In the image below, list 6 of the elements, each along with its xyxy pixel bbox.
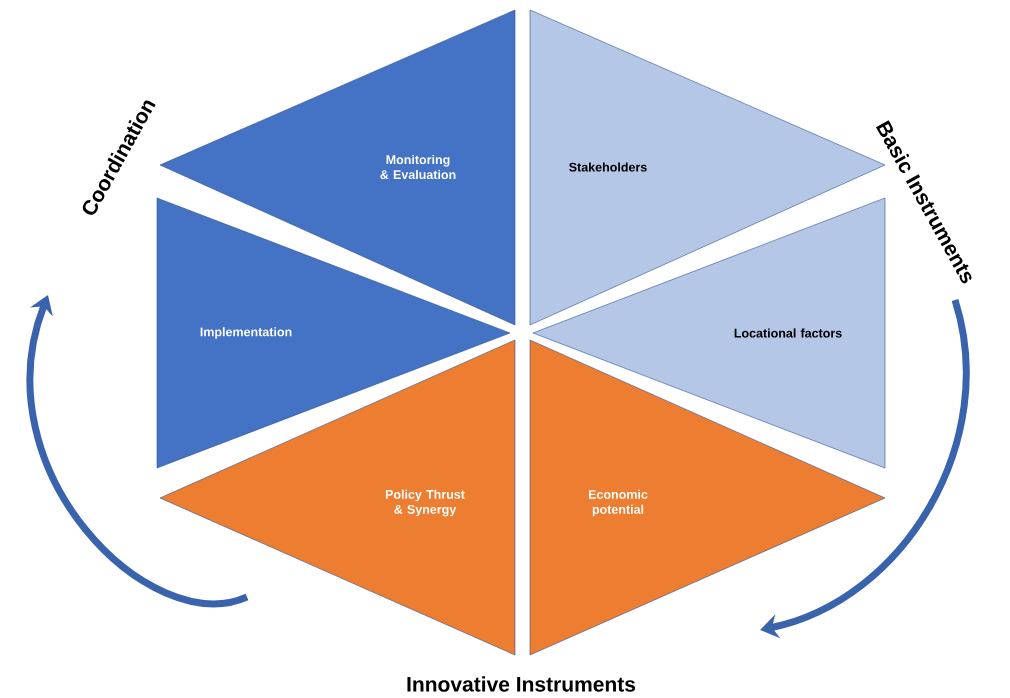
triangle-segment: Locational factors [532, 197, 886, 469]
group-label: Innovative Instruments [407, 676, 636, 692]
triangle-segment: Implementation [156, 197, 511, 469]
triangle-segment: Monitoring & Evaluation [159, 9, 516, 326]
triangle-segment: Policy Thrust & Synergy [159, 339, 516, 656]
triangle-segment: Economic potential [529, 339, 886, 656]
